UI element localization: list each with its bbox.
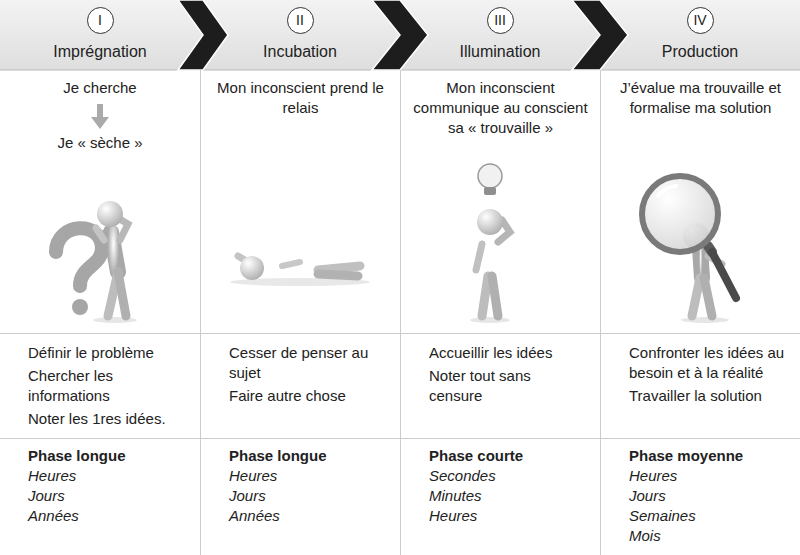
action-item: Noter tout sans censure [429, 366, 586, 406]
time-unit: Jours [28, 486, 186, 506]
action-item: Confronter les idées au besoin et à la r… [629, 343, 786, 383]
down-arrow [91, 104, 109, 129]
time-unit: Heures [629, 466, 786, 486]
phase-length: Phase longue [28, 446, 186, 466]
action-list: Cesser de penser au sujetFaire autre cho… [201, 333, 400, 438]
time-unit: Mois [629, 526, 786, 546]
phase-number: I [87, 7, 114, 34]
chevron-arrow [572, 0, 628, 70]
time-unit: Secondes [429, 466, 586, 486]
sleeping-figure [230, 256, 370, 286]
time-unit: Heures [429, 506, 586, 526]
phase-title: Production [628, 42, 772, 62]
phase-column: Mon inconscient prend le relaisCesser de… [200, 70, 400, 555]
phase-column: J’évalue ma trouvaille et formalise ma s… [600, 70, 800, 555]
phase-description: Je « sèche » [0, 133, 200, 153]
duration-box: Phase courteSecondesMinutesHeures [401, 438, 600, 555]
phase-length: Phase longue [229, 446, 386, 466]
action-item: Cesser de penser au sujet [229, 343, 386, 383]
duration-box: Phase longueHeuresJoursAnnées [0, 438, 200, 555]
duration-box: Phase longueHeuresJoursAnnées [201, 438, 400, 555]
duration-box: Phase moyenneHeuresJoursSemainesMois [601, 438, 800, 555]
time-unit: Heures [229, 466, 386, 486]
question-figure [56, 201, 137, 323]
phase-header: IV Production [628, 0, 772, 70]
time-unit: Semaines [629, 506, 786, 526]
time-unit: Années [229, 506, 386, 526]
action-item: Chercher les informations [28, 366, 186, 406]
action-list: Confronter les idées au besoin et à la r… [601, 333, 800, 438]
phase-title: Imprégnation [22, 42, 178, 62]
time-unit: Jours [629, 486, 786, 506]
phase-header: III Illumination [428, 0, 572, 70]
phase-header: II Incubation [228, 0, 372, 70]
action-item: Noter les 1res idées. [28, 409, 186, 429]
phase-length: Phase moyenne [629, 446, 786, 466]
time-unit: Heures [28, 466, 186, 486]
action-item: Définir le problème [28, 343, 186, 363]
lightbulb-figure [470, 164, 510, 323]
time-unit: Minutes [429, 486, 586, 506]
phase-column: Je cherche Je « sèche » Définir le problèm… [0, 70, 200, 555]
phase-description: Mon inconscient communique au conscient … [401, 78, 600, 138]
phase-number: II [287, 7, 314, 34]
magnifier-figure [642, 176, 736, 323]
phase-number: III [487, 7, 514, 34]
time-unit: Années [28, 506, 186, 526]
phase-description: Je cherche [0, 78, 200, 98]
action-item: Travailler la solution [629, 386, 786, 406]
action-list: Accueillir les idéesNoter tout sans cens… [401, 333, 600, 438]
phase-title: Illumination [428, 42, 572, 62]
phase-column: Mon inconscient communique au conscient … [400, 70, 600, 555]
phase-length: Phase courte [429, 446, 586, 466]
phase-title: Incubation [228, 42, 372, 62]
action-item: Faire autre chose [229, 386, 386, 406]
phase-description: J’évalue ma trouvaille et formalise ma s… [601, 78, 800, 118]
phase-number: IV [687, 7, 714, 34]
chevron-arrow [178, 0, 228, 70]
action-item: Accueillir les idées [429, 343, 586, 363]
action-list: Définir le problèmeChercher les informat… [0, 333, 200, 438]
chevron-arrow [372, 0, 428, 70]
time-unit: Jours [229, 486, 386, 506]
phase-description: Mon inconscient prend le relais [201, 78, 400, 118]
phase-header: I Imprégnation [22, 0, 178, 70]
header-band [0, 0, 800, 70]
